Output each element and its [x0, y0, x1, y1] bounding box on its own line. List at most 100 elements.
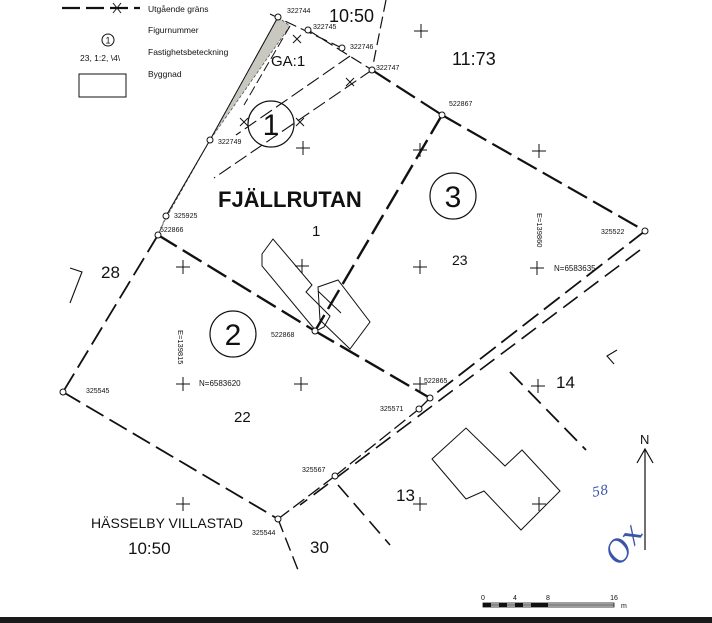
legend-building-label: Byggnad: [148, 69, 182, 79]
property-23: 23: [452, 252, 468, 268]
point-522866: [154, 231, 162, 239]
property-14: 14: [556, 373, 575, 392]
point-522867: [438, 111, 446, 119]
figure-1-label: 1: [263, 109, 280, 142]
legend-designation-label: Fastighetsbeteckning: [148, 47, 229, 57]
e-coord-1: E=139860: [535, 213, 544, 247]
property-28: 28: [101, 263, 120, 282]
boundary-north-stub: [371, 0, 387, 71]
boundary-fig2-north: [157, 233, 316, 333]
property-10-50-bottom: 10:50: [128, 539, 171, 558]
label-325544: 325544: [252, 530, 275, 537]
property-11-73: 11:73: [452, 49, 496, 69]
property-22: 22: [234, 409, 251, 426]
scale-seg-2: [499, 603, 507, 607]
scale-tick-8: 8: [546, 595, 550, 602]
legend-building-symbol: [78, 73, 127, 98]
building-fig1-a: [261, 238, 331, 332]
label-325522: 325522: [601, 229, 624, 236]
buildings: [261, 238, 561, 531]
handwritten-note-58: 58: [591, 483, 610, 501]
point-325522: [641, 227, 649, 235]
label-322746: 322746: [350, 44, 373, 51]
handwritten-note-signature: Ox: [598, 517, 651, 571]
boundary-14-north: [299, 249, 641, 506]
point-322744: [274, 13, 282, 21]
point-325925: [162, 212, 170, 220]
n-coord-2: N=6583620: [199, 379, 241, 388]
figure-2-label: 2: [225, 319, 242, 352]
boundary-13-west: [337, 484, 391, 546]
e-coord-2: E=139815: [176, 330, 185, 364]
boundary-30: [277, 518, 299, 571]
scale-tick-4: 4: [513, 595, 517, 602]
point-322749: [206, 136, 214, 144]
boundary-south-2: [334, 408, 420, 477]
survey-points: [59, 13, 649, 523]
boundary-fig2-east: [314, 329, 431, 400]
scale-tick-0: 0: [481, 595, 485, 602]
legend: Utgående gräns 1 Figurnummer 23, 1:2, \4…: [62, 2, 229, 98]
figure-2-circle: [209, 310, 257, 358]
property-boundaries: [62, 0, 646, 571]
north-arrow: N: [636, 432, 654, 550]
boundary-ne-1: [371, 69, 443, 116]
legend-boundary-label: Utgående gräns: [148, 4, 209, 14]
north-label: N: [640, 432, 649, 447]
label-322744: 322744: [287, 8, 310, 15]
legend-figure-label: Figurnummer: [148, 25, 199, 35]
ga-edge-left: [209, 16, 279, 141]
legend-figure-symbol: 1: [105, 36, 110, 46]
property-1: 1: [312, 223, 320, 240]
figure-3-circle: [429, 172, 477, 220]
label-322749: 322749: [218, 139, 241, 146]
boundary-ne-2: [441, 114, 646, 232]
boundary-cross-marks: [239, 34, 355, 127]
label-325567: 325567: [302, 467, 325, 474]
point-325571: [415, 405, 423, 413]
scale-seg-4: [531, 603, 548, 607]
north-arrow-head: [636, 447, 654, 464]
property-10-50-top: 10:50: [329, 6, 374, 26]
label-522865: 522865: [424, 378, 447, 385]
boundary-14-west: [509, 371, 587, 451]
point-522865: [426, 394, 434, 402]
label-322747: 322747: [376, 65, 399, 72]
figure-1-circle: [247, 100, 295, 148]
scale-seg-3: [515, 603, 523, 607]
bottom-border: [0, 617, 712, 623]
property-30: 30: [310, 538, 329, 557]
inner-line-1: [213, 69, 373, 179]
ga-edge-right: [243, 25, 291, 106]
point-322746: [338, 44, 346, 52]
building-plot-13: [431, 427, 561, 531]
property-13: 13: [396, 486, 415, 505]
block-name: FJÄLLRUTAN: [218, 187, 362, 212]
label-522866: 522866: [160, 227, 183, 234]
district-name: HÄSSELBY VILLASTAD: [91, 515, 243, 531]
figure-3-label: 3: [445, 181, 462, 214]
boundary-southwest: [62, 391, 279, 520]
boundary-west: [62, 234, 159, 393]
point-labels: 322744 322745 322746 322747 522867 32274…: [86, 8, 624, 537]
grid-crosses: [176, 24, 546, 511]
figure-circles: [209, 100, 477, 358]
scale-seg-1: [483, 603, 491, 607]
legend-figure-circle: [101, 33, 115, 47]
point-322747: [368, 66, 376, 74]
label-522867: 522867: [449, 101, 472, 108]
boundary-fig3-west: [313, 114, 444, 332]
point-325544: [274, 515, 282, 523]
label-325545: 325545: [86, 388, 109, 395]
stub-west: [69, 267, 83, 304]
inner-line-2: [235, 55, 351, 136]
boundary-south-1: [277, 475, 336, 520]
label-322745: 322745: [313, 24, 336, 31]
ga-label: GA:1: [271, 53, 305, 70]
point-325567: [331, 472, 339, 480]
building-fig1-b: [317, 279, 371, 350]
legend-designation-sample: 23, 1:2, \4\: [80, 53, 121, 63]
n-coord-1: N=6583635: [554, 264, 596, 273]
point-322745: [304, 26, 312, 34]
